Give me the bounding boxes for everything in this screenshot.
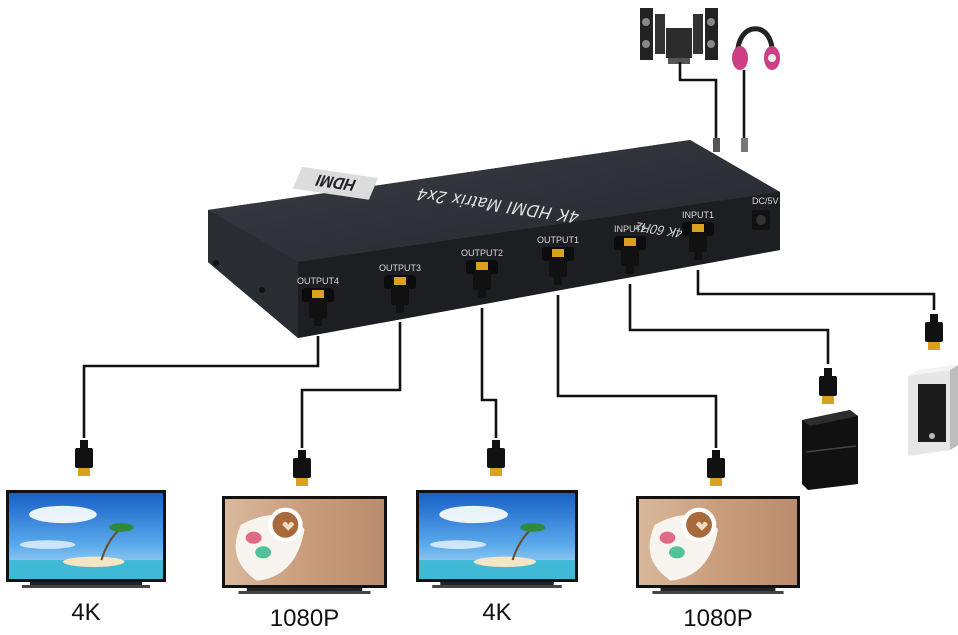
port-label: OUTPUT3 [379, 263, 421, 273]
hdmi-cable [82, 336, 320, 438]
port-output3: OUTPUT3 [379, 263, 421, 313]
beach-island-image [419, 493, 575, 579]
power-label: DC/5V [752, 196, 779, 206]
display-caption: 4K [482, 599, 511, 626]
port-output1: OUTPUT1 [537, 235, 579, 285]
port-label: OUTPUT4 [297, 276, 339, 286]
hdmi-cable [300, 322, 402, 448]
hdmi-plug-icon [293, 450, 311, 486]
headphones-icon [732, 26, 780, 70]
display-caption: 1080P [270, 605, 339, 632]
coffee-macarons-image [639, 499, 797, 585]
port-input2: INPUT2 [614, 224, 646, 274]
speaker-system-icon [640, 8, 718, 64]
hdmi-plug-icon [925, 314, 943, 350]
device-subtitle: 4K 60Hz [632, 219, 686, 240]
hdmi-plug-icon [75, 440, 93, 476]
pc-tower-icon [908, 364, 958, 456]
hdmi-plug-icon [819, 368, 837, 404]
coffee-macarons-image [225, 499, 384, 585]
hdmi-cable [696, 270, 936, 310]
tv-display: 1080P [636, 496, 800, 632]
game-console-icon [802, 410, 858, 490]
hdmi-plug-icon [487, 440, 505, 476]
port-input1: INPUT1 [682, 210, 714, 260]
hdmi-logo-text: HDMI [313, 171, 359, 194]
port-label: INPUT1 [682, 210, 714, 220]
display-caption: 4K [71, 599, 100, 626]
port-label: OUTPUT1 [537, 235, 579, 245]
port-label: INPUT2 [614, 224, 646, 234]
display-caption: 1080P [683, 605, 752, 632]
hdmi-plug-icon [707, 450, 725, 486]
port-output4: OUTPUT4 [297, 276, 339, 326]
port-label: OUTPUT2 [461, 248, 503, 258]
hdmi-cable [480, 308, 498, 438]
hdmi-cable [556, 295, 718, 448]
tv-display: 4K [6, 490, 166, 626]
port-output2: OUTPUT2 [461, 248, 503, 298]
hdmi-matrix-device: 4K HDMI Matrix 2x4 4K 60Hz HDMI DC/5V [208, 140, 780, 338]
beach-island-image [9, 493, 163, 579]
hdmi-cable [628, 284, 830, 364]
tv-display: 4K [416, 490, 578, 626]
hdmi-logo [292, 166, 379, 200]
tv-display: 1080P [222, 496, 387, 632]
